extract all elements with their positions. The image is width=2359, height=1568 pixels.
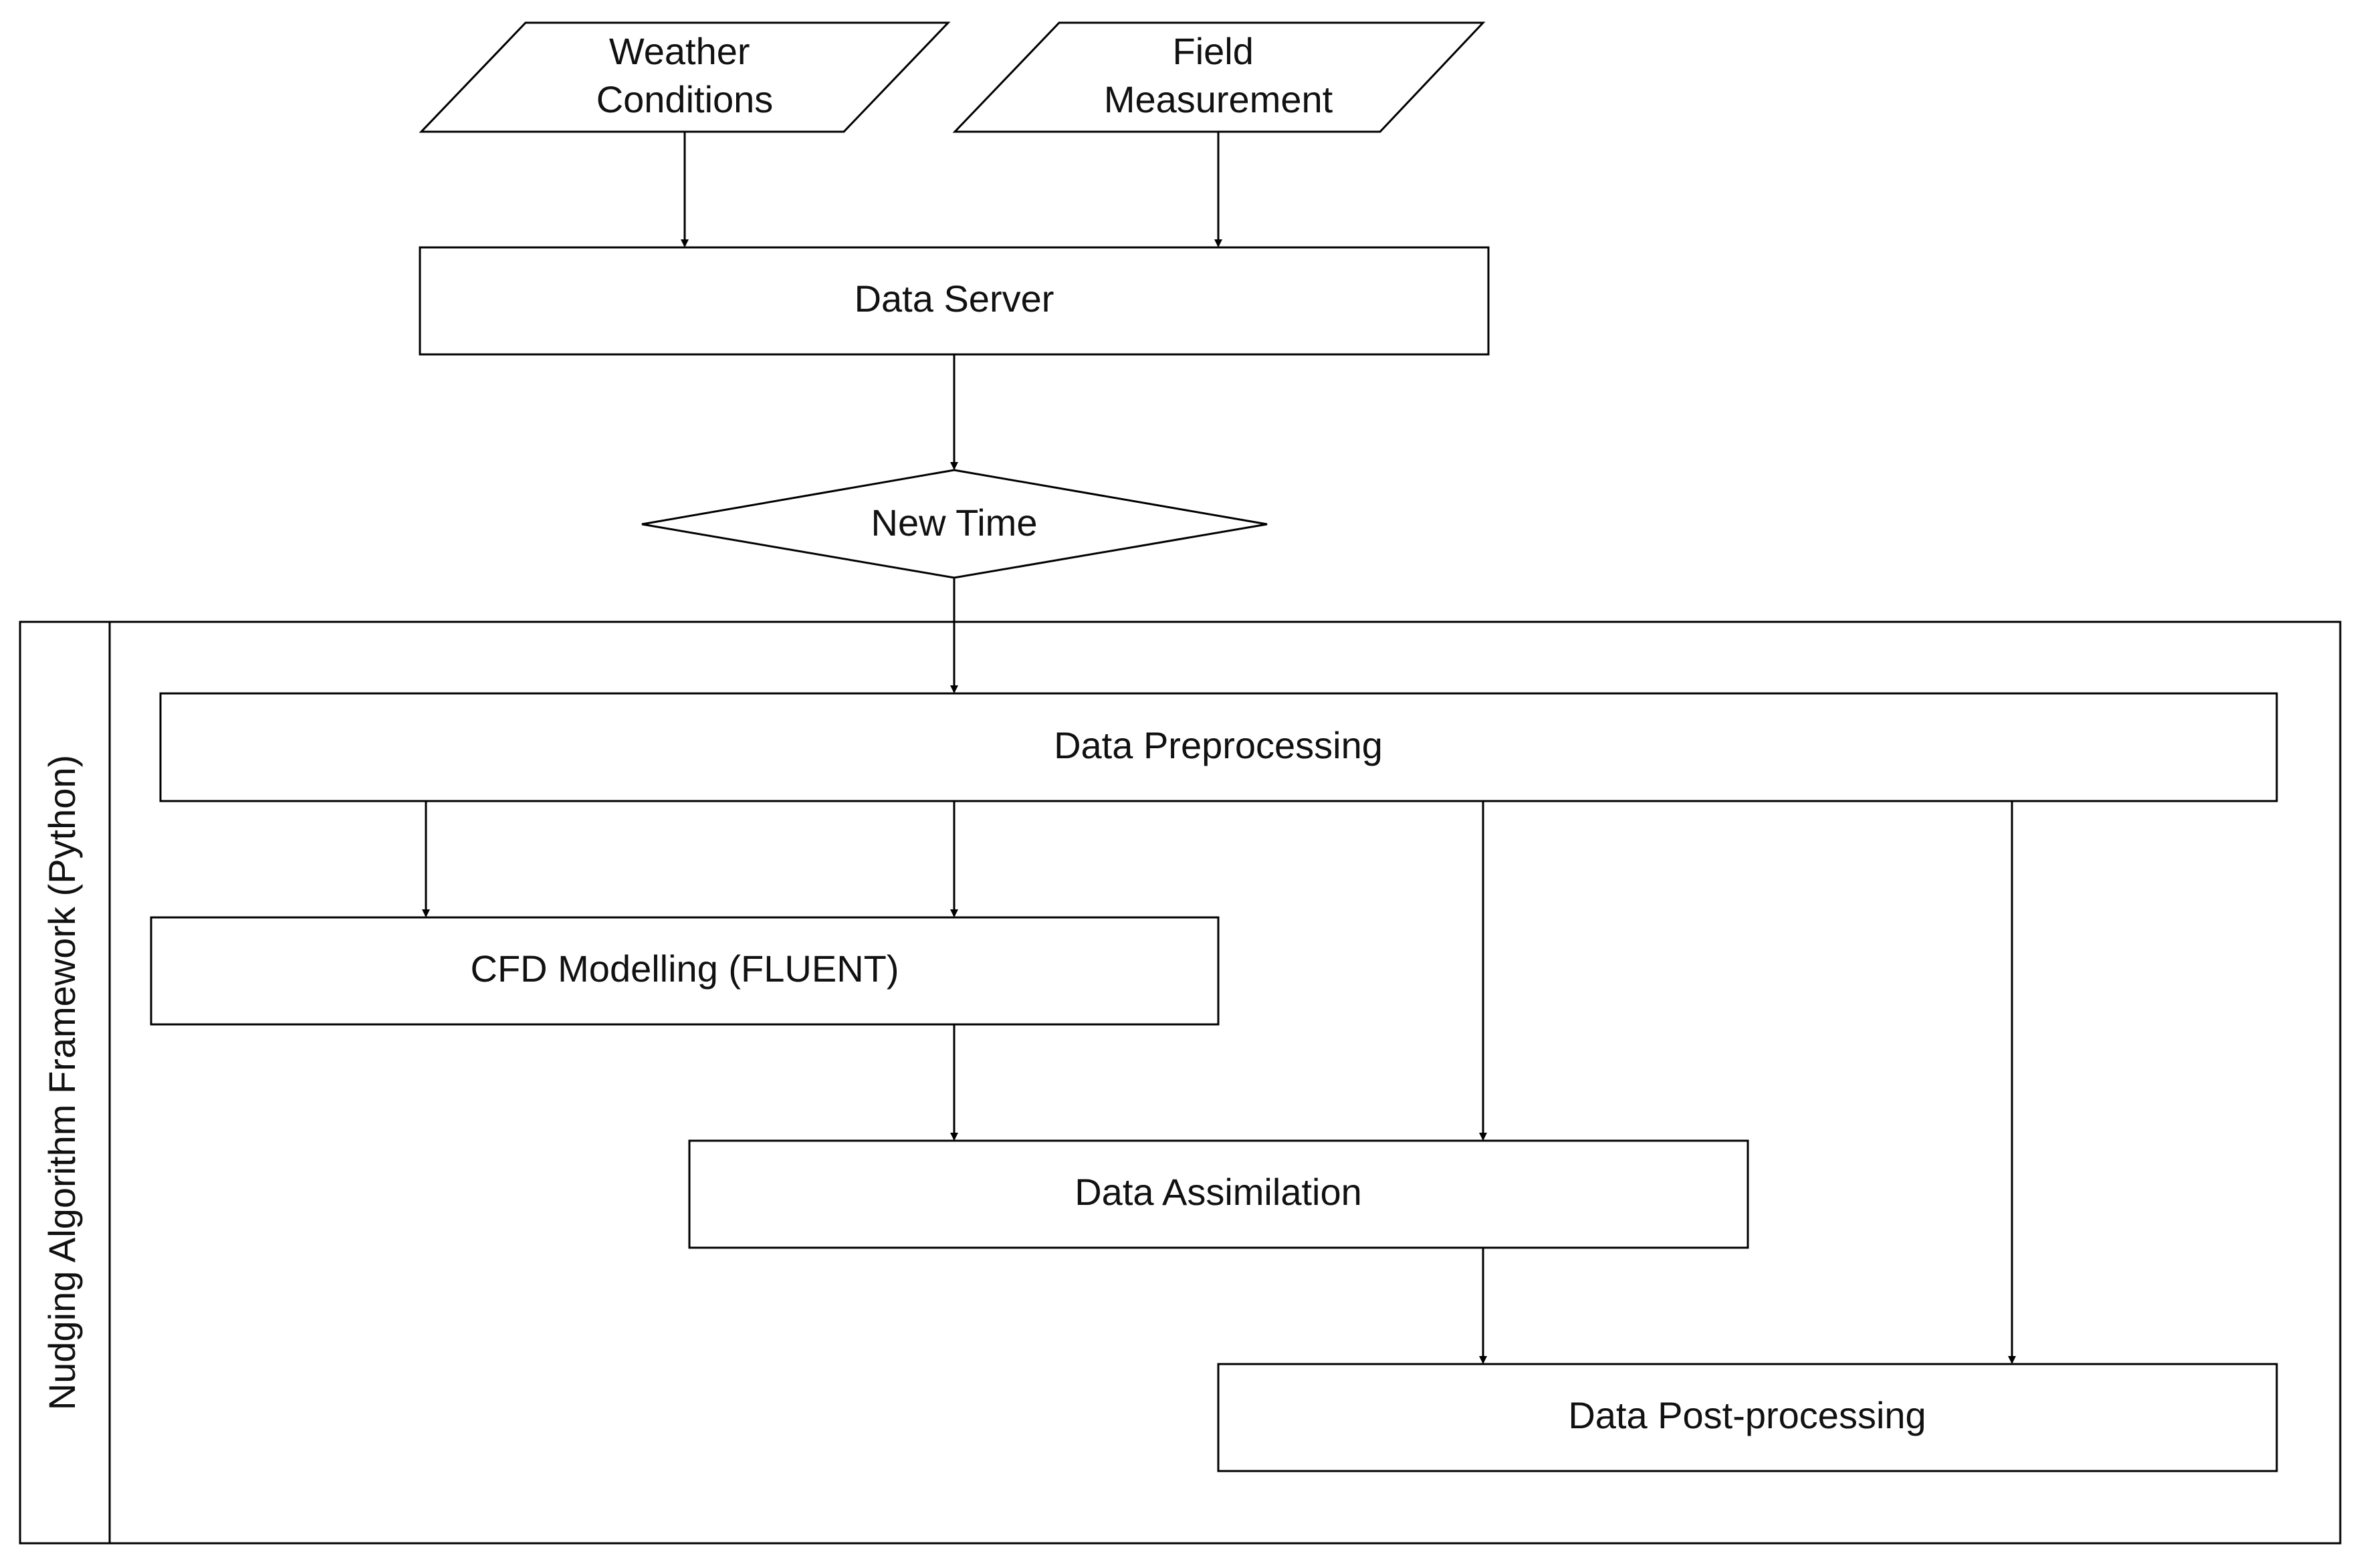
data-server-label: Data Server: [855, 277, 1054, 320]
weather-conditions-line1: Weather: [609, 30, 750, 72]
framework-frame: Nudging Algorithm Framework (Python): [19, 621, 2342, 1545]
field-measurement-line2: Measurement: [1104, 78, 1333, 120]
new-time-label: New Time: [871, 501, 1038, 544]
data-assimilation-node: Data Assimilation: [688, 1139, 1749, 1249]
data-assimilation-label: Data Assimilation: [1075, 1171, 1362, 1213]
data-postprocessing-label: Data Post-processing: [1568, 1394, 1926, 1436]
data-preprocessing-node: Data Preprocessing: [159, 692, 2278, 802]
weather-conditions-input: Weather Conditions: [419, 21, 951, 133]
framework-label: Nudging Algorithm Framework (Python): [41, 755, 83, 1410]
weather-conditions-line2: Conditions: [596, 78, 774, 120]
data-server-node: Data Server: [419, 246, 1490, 356]
cfd-modelling-label: CFD Modelling (FLUENT): [471, 947, 899, 990]
field-measurement-line1: Field: [1173, 30, 1254, 72]
data-postprocessing-node: Data Post-processing: [1217, 1363, 2278, 1472]
new-time-decision: New Time: [641, 469, 1268, 579]
cfd-modelling-node: CFD Modelling (FLUENT): [150, 916, 1220, 1026]
data-preprocessing-label: Data Preprocessing: [1054, 724, 1383, 766]
svg-text:Field Measurement: Field Measurement: [1104, 30, 1333, 120]
svg-text:Weather Conditions: Weather Conditions: [596, 30, 774, 120]
field-measurement-input: Field Measurement: [952, 21, 1486, 133]
